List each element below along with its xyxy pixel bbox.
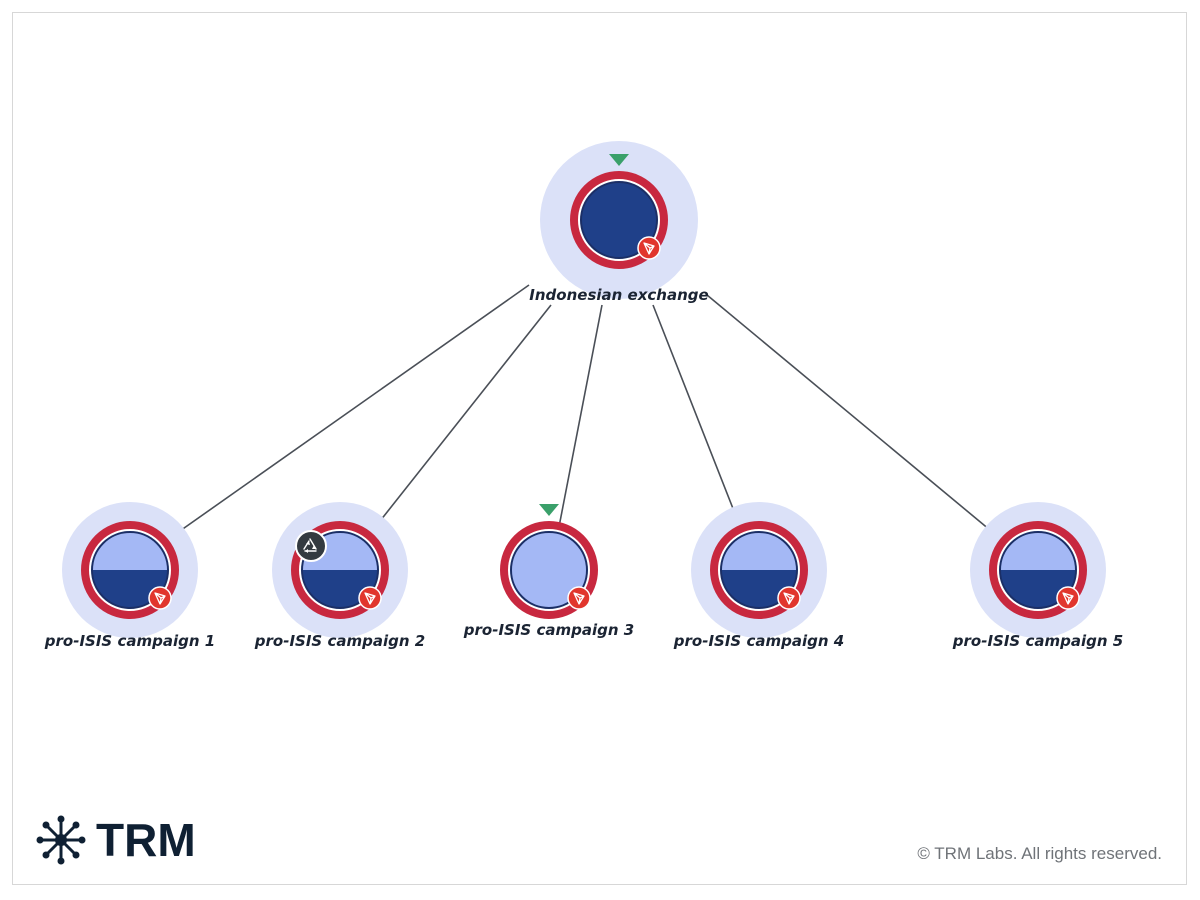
- node-label: pro-ISIS campaign 1: [44, 632, 215, 650]
- node-campaign1[interactable]: pro-ISIS campaign 1: [44, 502, 215, 650]
- tron-icon: [148, 586, 172, 610]
- node-fill: [511, 532, 587, 608]
- trm-logo: TRM: [36, 812, 196, 868]
- tron-icon: [777, 586, 801, 610]
- edge-exchange-to-campaign4[interactable]: [652, 304, 745, 535]
- tron-icon: [637, 236, 661, 260]
- edge-exchange-to-campaign5[interactable]: [706, 294, 1009, 546]
- node-exchange[interactable]: Indonesian exchange: [529, 141, 709, 304]
- node-campaign3[interactable]: pro-ISIS campaign 3: [463, 504, 634, 639]
- nodes-layer: Indonesian exchange pro-ISIS campaign 1 pr…: [44, 141, 1123, 650]
- tron-icon: [1056, 586, 1080, 610]
- logo-wordmark: TRM: [96, 814, 196, 866]
- node-campaign2[interactable]: pro-ISIS campaign 2: [254, 502, 425, 650]
- green-flag-triangle-icon: [609, 154, 629, 166]
- edges-layer: [159, 284, 1009, 546]
- diagram-frame: [12, 12, 1187, 885]
- node-label: pro-ISIS campaign 2: [254, 632, 425, 650]
- green-flag-triangle-icon: [539, 504, 559, 516]
- edge-exchange-to-campaign3[interactable]: [555, 304, 603, 533]
- node-fill: [581, 182, 657, 258]
- node-label: pro-ISIS campaign 3: [463, 621, 634, 639]
- tron-icon: [358, 586, 382, 610]
- node-campaign4[interactable]: pro-ISIS campaign 4: [673, 502, 844, 650]
- recycle-icon: [295, 530, 327, 562]
- node-label: pro-ISIS campaign 5: [952, 632, 1123, 650]
- node-label: pro-ISIS campaign 4: [673, 632, 844, 650]
- node-label: Indonesian exchange: [529, 286, 708, 304]
- trm-network-logo-icon: [36, 815, 86, 865]
- copyright-notice: © TRM Labs. All rights reserved.: [917, 844, 1162, 863]
- edge-exchange-to-campaign1[interactable]: [159, 284, 530, 546]
- edge-exchange-to-campaign2[interactable]: [364, 304, 552, 541]
- tron-icon: [567, 586, 591, 610]
- node-campaign5[interactable]: pro-ISIS campaign 5: [952, 502, 1123, 650]
